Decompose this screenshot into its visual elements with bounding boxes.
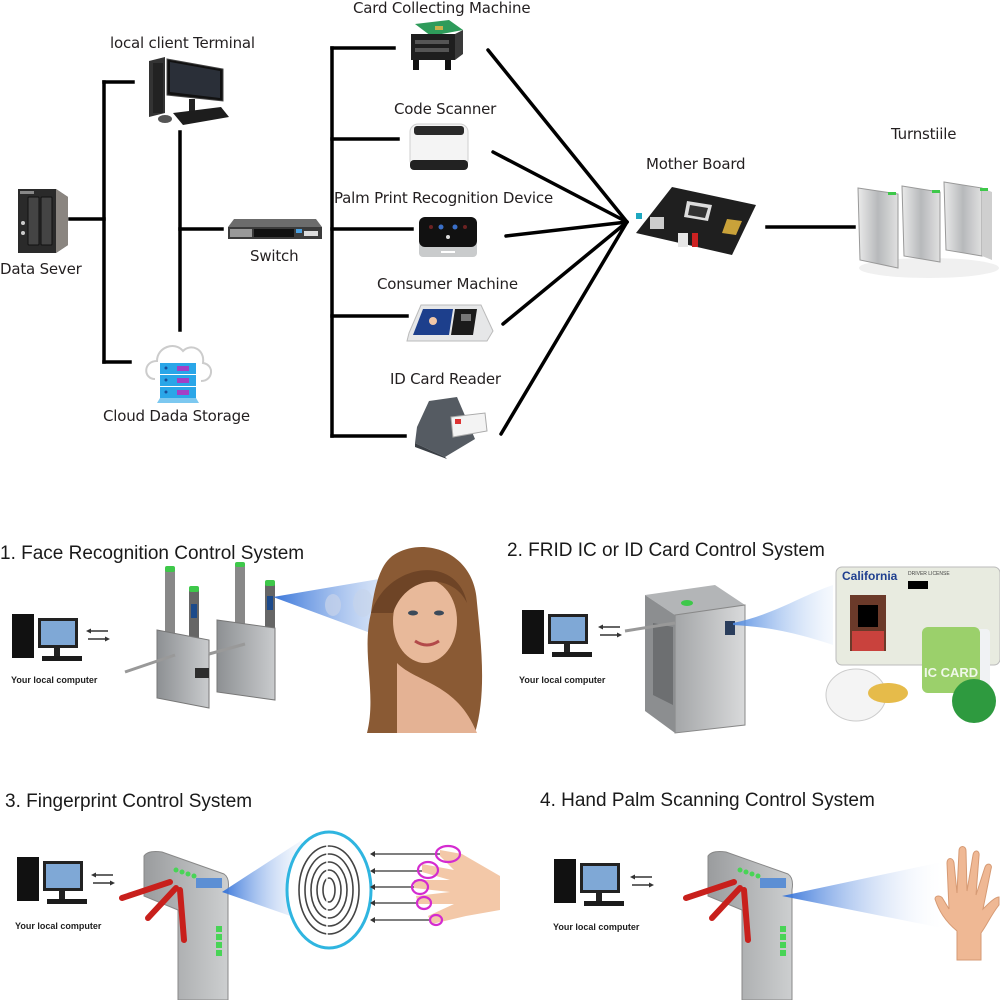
local-client-terminal-label: local client Terminal <box>110 34 255 52</box>
card-scan-beam <box>733 585 833 645</box>
data-exchange-arrows-icon <box>630 874 654 888</box>
local-computer-caption: Your local computer <box>11 675 98 685</box>
id-cards-image: California DRIVER LICENSE IC CARD <box>812 565 1000 725</box>
palm-turnstile-icon <box>682 850 797 1000</box>
id-card-reader-label: ID Card Reader <box>390 370 501 388</box>
data-server-label: Data Sever <box>0 260 82 278</box>
link-code-scanner-board <box>491 150 629 224</box>
code-scanner-icon <box>408 122 470 172</box>
system-title-fingerprint: 3. Fingerprint Control System <box>5 791 253 812</box>
fingerprint-icon <box>285 830 373 950</box>
palm-scan-beam <box>782 862 942 932</box>
code-scanner-label: Code Scanner <box>394 100 497 118</box>
palm-print-device-icon <box>417 215 479 259</box>
motherboard-icon <box>632 183 764 258</box>
person-face-image <box>357 543 489 733</box>
id-card-reader-icon <box>415 397 490 459</box>
open-hand-palm-image <box>934 845 1000 961</box>
consumer-machine-label: Consumer Machine <box>377 275 518 293</box>
link-id-reader-board <box>499 220 629 436</box>
network-switch-icon <box>228 217 323 241</box>
face-recognition-turnstile-icon <box>124 560 285 710</box>
card-state-text: California <box>842 569 898 583</box>
link-card-machine-board <box>486 48 629 224</box>
data-exchange-arrows-icon <box>86 628 110 642</box>
finger-hand-with-arrows <box>370 840 500 940</box>
local-computer-icon <box>550 857 626 909</box>
local-computer-caption: Your local computer <box>553 922 640 932</box>
cloud-storage-icon <box>143 337 213 405</box>
turnstile-label: Turnstiile <box>891 125 957 143</box>
system-title-card: 2. FRID IC or ID Card Control System <box>507 540 825 561</box>
data-server-icon <box>10 183 68 253</box>
local-computer-icon <box>8 612 84 664</box>
local-computer-caption: Your local computer <box>519 675 606 685</box>
system-title-hand-palm: 4. Hand Palm Scanning Control System <box>540 790 875 811</box>
local-computer-icon <box>13 855 89 907</box>
card-type-text: DRIVER LICENSE <box>908 571 950 577</box>
palm-print-device-label: Palm Print Recognition Device <box>334 189 553 207</box>
link-consumer-machine-board <box>501 220 629 326</box>
desktop-computer-icon <box>145 55 230 127</box>
fingerprint-scan-beam <box>222 840 302 920</box>
switch-label: Switch <box>250 247 299 265</box>
local-computer-caption: Your local computer <box>15 921 102 931</box>
data-exchange-arrows-icon <box>598 624 622 638</box>
cloud-storage-label: Cloud Dada Storage <box>103 407 250 425</box>
card-turnstile-icon <box>624 585 755 735</box>
mother-board-label: Mother Board <box>646 155 746 173</box>
flap-barrier-turnstile-icon <box>857 180 1000 280</box>
consumer-machine-icon <box>406 301 494 345</box>
link-palm-device-board <box>504 220 629 238</box>
card-collecting-machine-icon <box>405 20 467 72</box>
data-exchange-arrows-icon <box>91 872 115 886</box>
topology-connectors <box>68 46 856 438</box>
system-title-face: 1. Face Recognition Control System <box>0 543 305 564</box>
ic-card-text: IC CARD <box>924 665 979 680</box>
local-computer-icon <box>518 608 594 660</box>
fingerprint-turnstile-icon <box>118 850 233 1000</box>
card-collecting-machine-label: Card Collecting Machine <box>353 0 531 17</box>
